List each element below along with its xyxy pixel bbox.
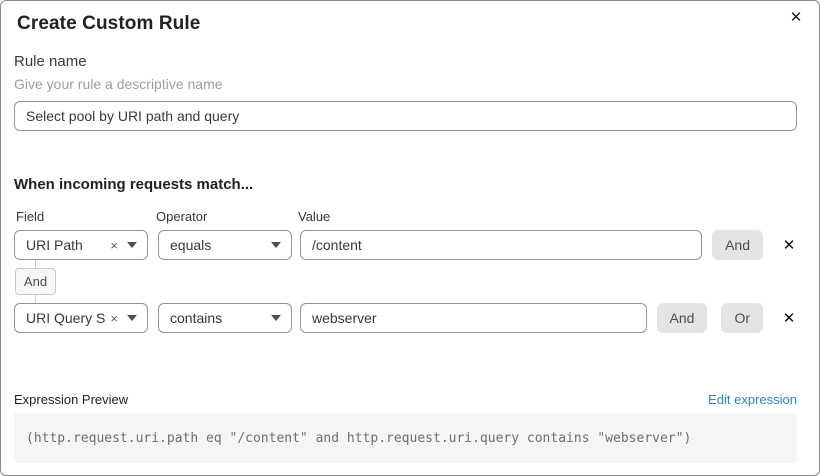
- edit-expression-link[interactable]: Edit expression: [708, 392, 797, 407]
- and-connector-badge: And: [15, 268, 56, 295]
- add-and-condition-button[interactable]: And: [712, 230, 763, 260]
- field-column-label: Field: [16, 209, 45, 224]
- value-input[interactable]: [300, 230, 703, 260]
- add-and-condition-button[interactable]: And: [656, 303, 708, 333]
- operator-select-value: contains: [170, 310, 223, 326]
- delete-row-icon[interactable]: ✕: [782, 237, 796, 254]
- rule-name-section: Rule name Give your rule a descriptive n…: [14, 52, 797, 131]
- connector-line: [35, 260, 36, 268]
- operator-column-label: Operator: [156, 209, 208, 224]
- field-select-value: URI Query St...: [26, 310, 106, 326]
- delete-row-icon[interactable]: ✕: [782, 310, 796, 327]
- expression-preview-label: Expression Preview: [14, 392, 129, 407]
- operator-select[interactable]: equals: [158, 230, 292, 260]
- rule-name-hint: Give your rule a descriptive name: [14, 76, 223, 92]
- clear-selection-icon[interactable]: ×: [110, 310, 118, 326]
- expression-preview-header: Expression Preview Edit expression: [14, 391, 797, 409]
- rule-name-input[interactable]: [14, 101, 797, 131]
- field-select-value: URI Path: [26, 237, 83, 253]
- condition-row: URI Query St... × contains And Or ✕: [14, 303, 797, 333]
- expression-code-block: (http.request.uri.path eq "/content" and…: [14, 413, 797, 463]
- chevron-down-icon: [127, 242, 137, 248]
- add-or-condition-button[interactable]: Or: [721, 303, 763, 333]
- dialog-title: Create Custom Rule: [17, 13, 201, 34]
- match-heading: When incoming requests match...: [14, 176, 254, 193]
- field-select[interactable]: URI Path ×: [14, 230, 148, 260]
- clear-selection-icon[interactable]: ×: [110, 237, 118, 253]
- chevron-down-icon: [271, 315, 281, 321]
- condition-column-labels: Field Operator Value: [14, 208, 797, 226]
- value-input[interactable]: [300, 303, 647, 333]
- close-icon[interactable]: ✕: [786, 8, 806, 28]
- expression-code: (http.request.uri.path eq "/content" and…: [26, 430, 692, 446]
- value-column-label: Value: [298, 209, 331, 224]
- operator-select[interactable]: contains: [158, 303, 292, 333]
- rule-name-label: Rule name: [14, 53, 87, 70]
- operator-select-value: equals: [170, 237, 212, 253]
- chevron-down-icon: [271, 242, 281, 248]
- dialog-header: Create Custom Rule: [1, 1, 819, 37]
- condition-row: URI Path × equals And ✕: [14, 230, 797, 260]
- chevron-down-icon: [127, 315, 137, 321]
- field-select[interactable]: URI Query St... ×: [14, 303, 148, 333]
- connector-line: [35, 295, 36, 303]
- condition-connector: And: [15, 260, 56, 303]
